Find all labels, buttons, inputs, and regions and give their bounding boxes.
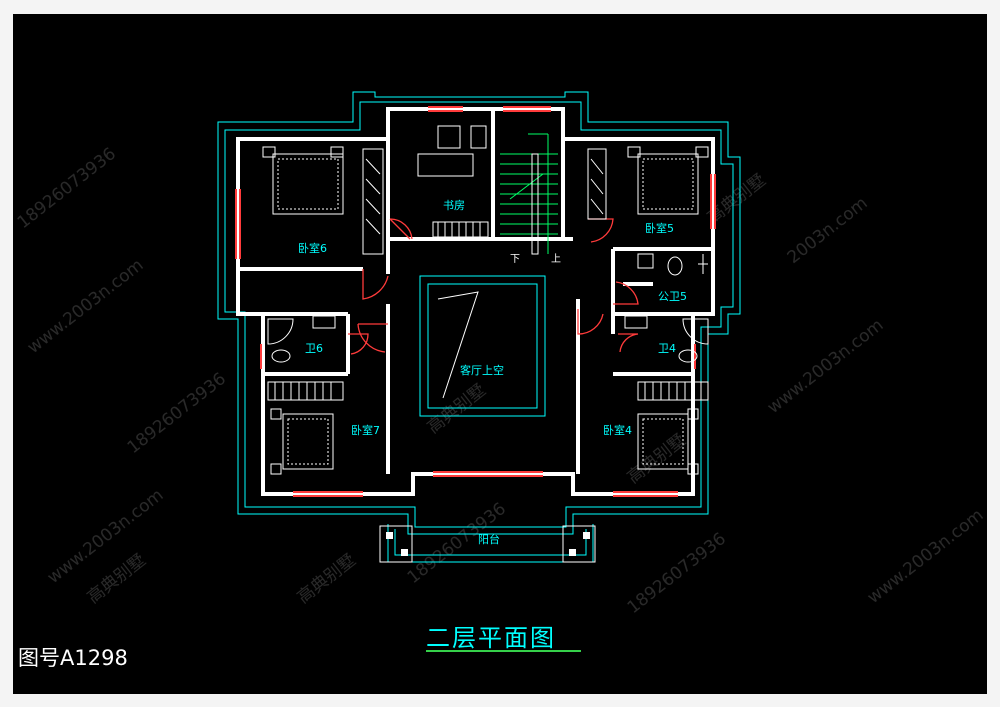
doors xyxy=(348,218,639,355)
bedroom-7-label: 卧室7 xyxy=(351,423,380,437)
watermark-brand: 高典别墅 xyxy=(84,550,150,608)
exterior-outline xyxy=(217,91,741,535)
bed-5 xyxy=(587,146,709,220)
watermark-phone: 18926073936 xyxy=(124,369,230,458)
watermark-brand: 高典别墅 xyxy=(624,430,690,488)
bed-6 xyxy=(262,146,344,215)
exterior-outline-inner xyxy=(224,101,734,528)
watermark-site-short: 2003n.com xyxy=(784,193,872,268)
bath-6-label: 卫6 xyxy=(305,342,323,355)
watermark-site: www.2003n.com xyxy=(44,485,168,588)
watermark-brand: 高典别墅 xyxy=(294,550,360,608)
bed-4 xyxy=(637,381,709,475)
bath-6-fixtures xyxy=(267,315,336,363)
study-desk xyxy=(417,125,489,238)
door-bedroom-7 xyxy=(357,323,388,353)
balcony-label: 阳台 xyxy=(478,532,500,546)
drawing-frame: 18926073936 www.2003n.com 18926073936 ww… xyxy=(13,14,987,694)
door-bedroom-5 xyxy=(588,218,614,243)
living-void: 客厅上空 xyxy=(419,275,546,417)
watermark-site: www.2003n.com xyxy=(764,315,888,418)
bed-7 xyxy=(267,381,344,475)
floor-plan: 18926073936 www.2003n.com 18926073936 ww… xyxy=(14,91,987,618)
door-public-bath xyxy=(613,281,639,305)
watermark-layer: 18926073936 www.2003n.com 18926073936 ww… xyxy=(14,144,987,618)
watermark-phone: 18926073936 xyxy=(14,144,120,233)
watermark-phone: 18926073936 xyxy=(624,529,730,618)
door-bath-6 xyxy=(348,333,369,355)
watermark-site: www.2003n.com xyxy=(24,255,148,358)
balcony: 阳台 xyxy=(379,524,596,563)
bedroom-6-label: 卧室6 xyxy=(298,241,327,255)
title-underline xyxy=(426,650,581,652)
stair-handrail xyxy=(531,153,539,255)
stair-down-label: 下 xyxy=(510,254,520,265)
living-void-label: 客厅上空 xyxy=(460,363,504,377)
bedroom-5-label: 卧室5 xyxy=(645,221,674,235)
wardrobe-6 xyxy=(362,148,384,255)
bath-4-fixtures xyxy=(624,315,709,363)
staircase: 下 上 xyxy=(500,133,561,265)
drawing-number: 图号A1298 xyxy=(18,646,128,670)
door-bedroom-6 xyxy=(362,269,389,300)
watermark-site: www.2003n.com xyxy=(864,505,987,608)
public-bath-fixtures xyxy=(637,253,708,276)
door-bath-4 xyxy=(618,333,639,353)
door-study xyxy=(389,218,413,240)
watermark-brand: 高典别墅 xyxy=(424,380,490,438)
walls xyxy=(236,107,715,496)
public-bath-5-label: 公卫5 xyxy=(658,290,687,303)
bath-4-label: 卫4 xyxy=(658,342,676,355)
windows xyxy=(235,106,716,497)
balcony-column-right xyxy=(562,525,596,563)
bedroom-4-label: 卧室4 xyxy=(603,423,632,437)
door-bedroom-4 xyxy=(577,309,604,335)
stair-up-label: 上 xyxy=(551,253,561,265)
study-label: 书房 xyxy=(443,199,465,212)
balcony-column-left xyxy=(379,525,413,563)
drawing-title: 二层平面图 xyxy=(426,624,556,652)
